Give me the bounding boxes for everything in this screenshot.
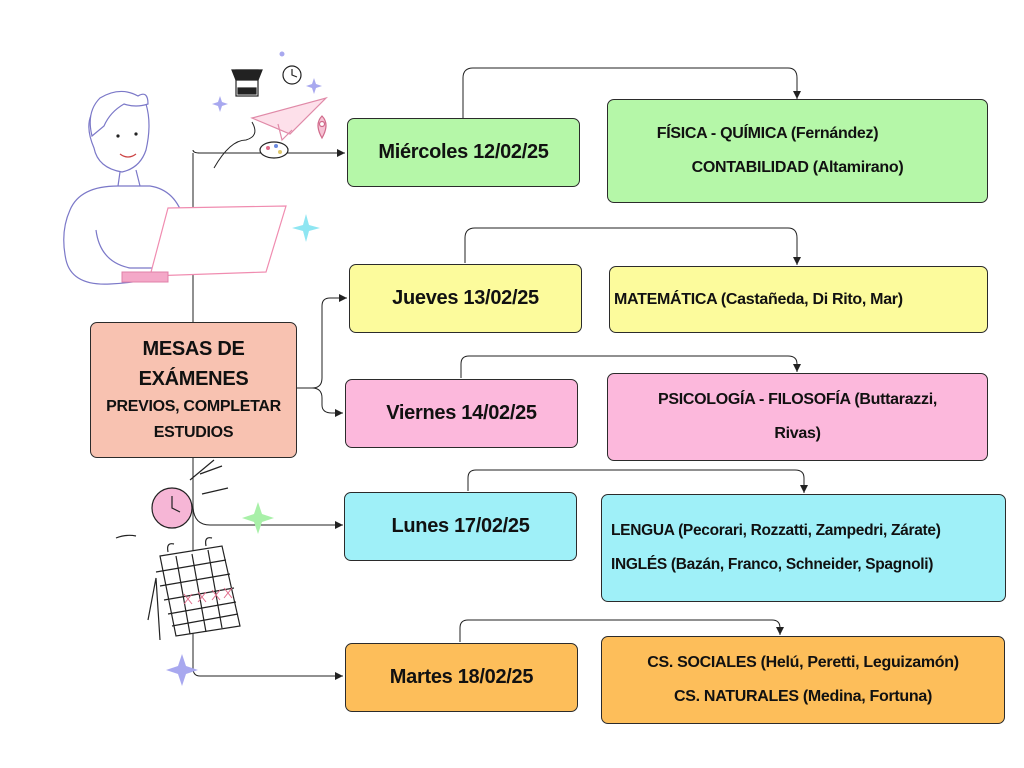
main-subtitle-line2: ESTUDIOS [153, 424, 234, 441]
shop-icon [231, 69, 263, 97]
subject-line: LENGUA (Pecorari, Rozzatti, Zampedri, Zá… [611, 522, 941, 539]
sparkle-icon [242, 502, 274, 534]
main-title-line2: EXÁMENES [138, 368, 249, 390]
location-pin-icon [317, 115, 327, 140]
subjects-box-miercoles: FÍSICA - QUÍMICA (Fernández) CONTABILIDA… [607, 99, 988, 203]
subject-line: CS. NATURALES (Medina, Fortuna) [674, 688, 932, 705]
laptop-icon [121, 205, 287, 283]
paper-plane-icon [250, 96, 329, 142]
palette-icon [259, 141, 289, 159]
main-subtitle-line1: PREVIOS, COMPLETAR [106, 398, 281, 415]
subject-line: INGLÉS (Bazán, Franco, Schneider, Spagno… [611, 556, 934, 573]
subject-line: CONTABILIDAD (Altamirano) [691, 159, 904, 176]
main-title-box: MESAS DE EXÁMENES PREVIOS, COMPLETAR EST… [90, 322, 297, 458]
subjects-box-martes: CS. SOCIALES (Helú, Peretti, Leguizamón)… [601, 636, 1005, 724]
date-box-viernes: Viernes 14/02/25 [345, 379, 578, 448]
main-title-line1: MESAS DE [142, 338, 245, 360]
date-label: Lunes 17/02/25 [391, 515, 530, 537]
subject-line: Rivas) [774, 425, 821, 442]
date-label: Jueves 13/02/25 [392, 287, 539, 309]
spine-line [192, 149, 345, 157]
subject-line: MATEMÁTICA (Castañeda, Di Rito, Mar) [614, 290, 903, 308]
alarm-clock-icon [115, 459, 229, 539]
date-box-martes: Martes 18/02/25 [345, 643, 578, 712]
sparkle-icon [292, 214, 320, 242]
sparkle-icon [166, 51, 322, 686]
subjects-box-jueves: MATEMÁTICA (Castañeda, Di Rito, Mar) [609, 266, 988, 333]
date-label: Viernes 14/02/25 [386, 402, 537, 424]
calendar-icon [147, 537, 241, 641]
subject-line: CS. SOCIALES (Helú, Peretti, Leguizamón) [647, 654, 959, 671]
subjects-box-lunes: LENGUA (Pecorari, Rozzatti, Zampedri, Zá… [601, 494, 1006, 602]
date-box-miercoles: Miércoles 12/02/25 [347, 118, 580, 187]
clock-icon [282, 65, 302, 85]
date-box-lunes: Lunes 17/02/25 [344, 492, 577, 561]
date-label: Miércoles 12/02/25 [378, 141, 549, 163]
subjects-box-viernes: PSICOLOGÍA - FILOSOFÍA (Buttarazzi, Riva… [607, 373, 988, 461]
subject-line: FÍSICA - QUÍMICA (Fernández) [656, 125, 879, 142]
subject-line: PSICOLOGÍA - FILOSOFÍA (Buttarazzi, [658, 391, 937, 408]
date-box-jueves: Jueves 13/02/25 [349, 264, 582, 333]
date-label: Martes 18/02/25 [389, 666, 534, 688]
